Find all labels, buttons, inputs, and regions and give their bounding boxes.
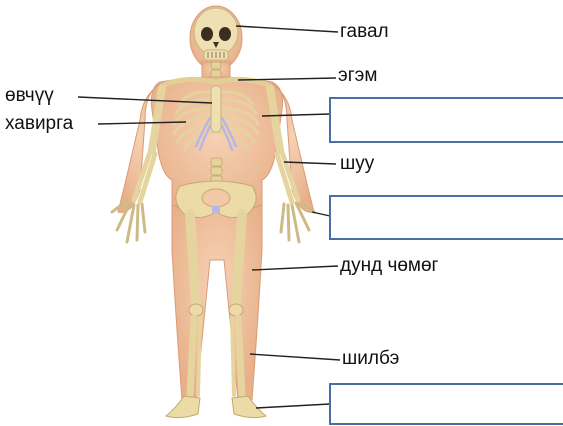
label-sternum: өвчүү	[5, 86, 54, 105]
label-skull: гавал	[340, 22, 389, 41]
label-tibia: шилбэ	[342, 349, 399, 368]
sternum-icon	[211, 86, 221, 132]
hand-left-icon	[112, 200, 145, 242]
label-ribs: хавирга	[5, 114, 73, 133]
answer-box-upper-arm[interactable]	[329, 97, 563, 143]
label-femur: дунд чөмөг	[340, 256, 438, 275]
label-ulna: шуу	[340, 154, 374, 173]
answer-box-foot[interactable]	[329, 383, 563, 425]
answer-box-hand[interactable]	[329, 195, 563, 240]
label-clavicle: эгэм	[338, 66, 377, 85]
